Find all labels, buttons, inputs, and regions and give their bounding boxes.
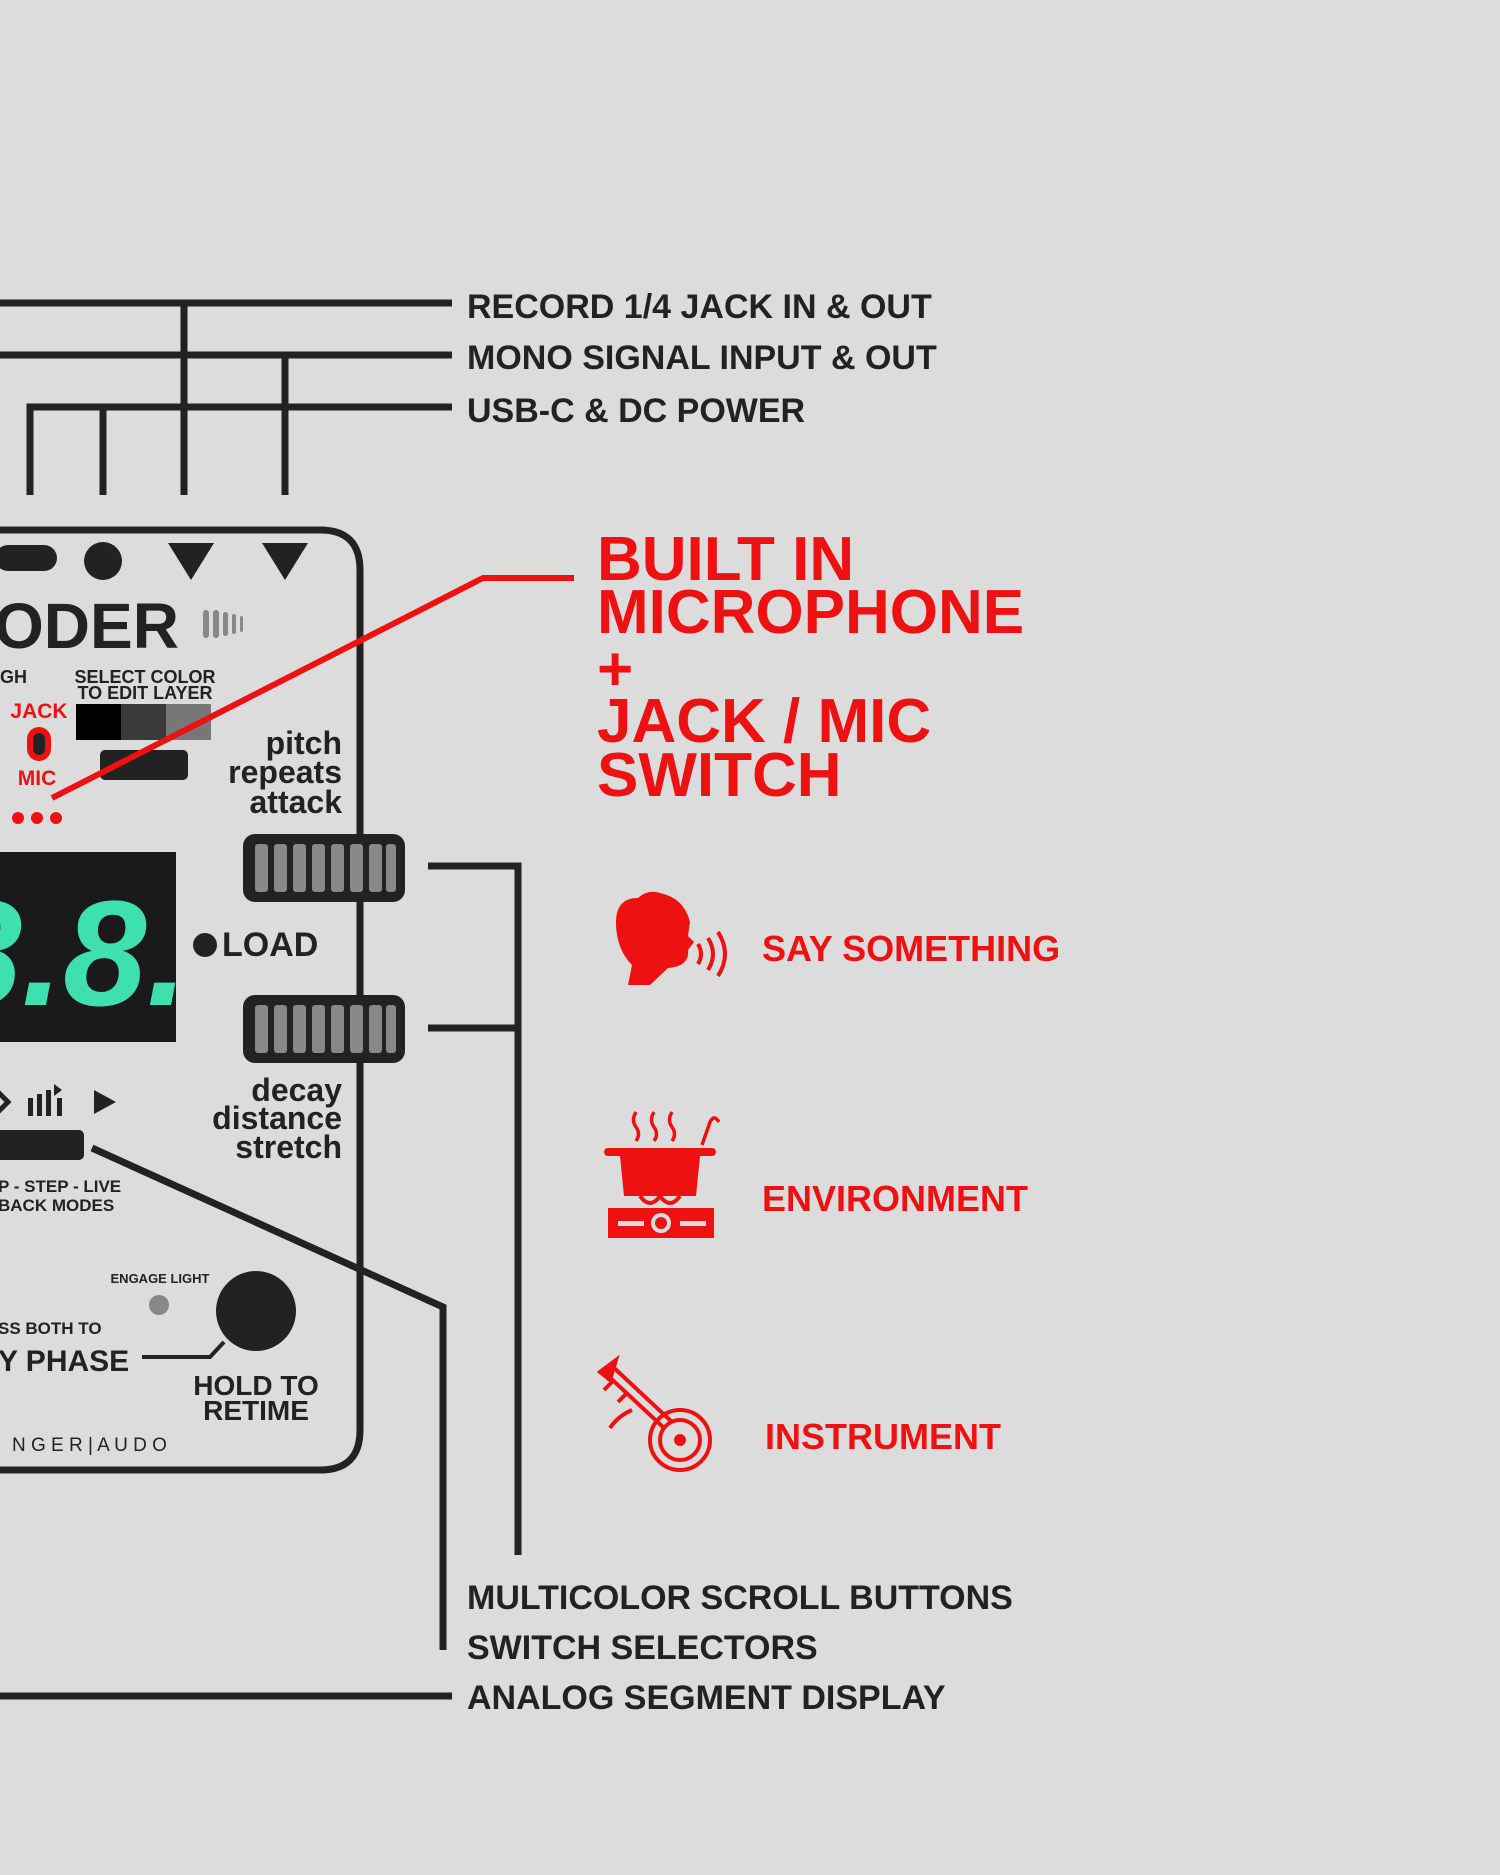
loop-mode-icon [0, 1090, 12, 1114]
modes-label-1: P - STEP - LIVE [0, 1177, 121, 1196]
phase-label: Y PHASE [0, 1345, 129, 1378]
callout-segment-display: ANALOG SEGMENT DISPLAY [467, 1679, 946, 1717]
param-pitch: pitch [266, 725, 342, 761]
banjo-icon [596, 1354, 712, 1472]
dc-jack-icon [84, 542, 122, 580]
playback-mode-button[interactable] [0, 1130, 84, 1160]
mic-label: MIC [18, 767, 57, 790]
modes-label-2: BACK MODES [0, 1196, 114, 1215]
param-attack: attack [250, 784, 343, 820]
engage-light-label: ENGAGE LIGHT [111, 1271, 210, 1286]
speaking-head-icon [615, 891, 727, 985]
footswitch-button[interactable] [216, 1271, 296, 1351]
select-color-label: SELECT COLOR [74, 667, 215, 687]
hold-label-2: RETIME [203, 1395, 309, 1426]
microphone-holes-icon [12, 812, 62, 824]
hold-label-1: HOLD TO [193, 1370, 318, 1401]
jack-label: JACK [10, 700, 67, 723]
cooking-pot-icon [604, 1111, 721, 1238]
output-jack-icon [262, 543, 308, 580]
edit-layer-label: TO EDIT LAYER [77, 683, 212, 703]
load-label: LOAD [222, 926, 318, 964]
press-both-label: SS BOTH TO [0, 1319, 102, 1338]
mic-feature-line-2: MICROPHONE [597, 578, 1024, 647]
segment-display [0, 852, 176, 1042]
left-label-fragment: GH [0, 667, 27, 687]
scroll-wheel-bottom[interactable] [243, 995, 405, 1063]
usb-port-icon [0, 545, 57, 571]
param-stretch: stretch [235, 1129, 342, 1165]
mic-feature-line-3: JACK / MIC [597, 687, 931, 756]
callout-multicolor-scroll: MULTICOLOR SCROLL BUTTONS [467, 1579, 1013, 1617]
scroll-wheel-top[interactable] [243, 834, 405, 902]
display-digits: 8.8. [0, 869, 188, 1037]
device-pedal: ODER GH SELECT COLOR TO EDIT LAYER JACK … [0, 526, 405, 1474]
lower-connector-lines [0, 862, 522, 1700]
callout-record-jack: RECORD 1/4 JACK IN & OUT [467, 288, 932, 326]
top-connector-lines [0, 299, 452, 495]
load-indicator-icon [193, 933, 217, 957]
callout-usb-power: USB-C & DC POWER [467, 392, 805, 430]
color-layer-swatches[interactable] [76, 704, 211, 740]
play-icon [94, 1090, 116, 1114]
color-select-button[interactable] [100, 750, 188, 780]
param-decay: decay [251, 1072, 342, 1108]
mic-feature-line-1: BUILT IN [597, 525, 854, 594]
callout-switch-selectors: SWITCH SELECTORS [467, 1629, 818, 1667]
param-distance: distance [212, 1100, 342, 1136]
param-repeats: repeats [228, 754, 342, 790]
microphone-pointer-line [50, 575, 574, 801]
source-environment: ENVIRONMENT [762, 1178, 1028, 1219]
engage-light-led [149, 1295, 169, 1315]
mic-feature-line-4: SWITCH [597, 741, 842, 810]
source-instrument: INSTRUMENT [765, 1416, 1001, 1457]
brand-name: ODER [0, 590, 179, 662]
callout-mono-signal: MONO SIGNAL INPUT & OUT [467, 339, 937, 377]
step-mode-icon [28, 1084, 62, 1116]
brand-waves-icon [203, 610, 243, 638]
mic-feature-plus: + [597, 635, 633, 704]
input-jack-icon [168, 543, 214, 580]
source-say-something: SAY SOMETHING [762, 928, 1060, 969]
maker-label: N G E R | A U D O [12, 1435, 167, 1456]
